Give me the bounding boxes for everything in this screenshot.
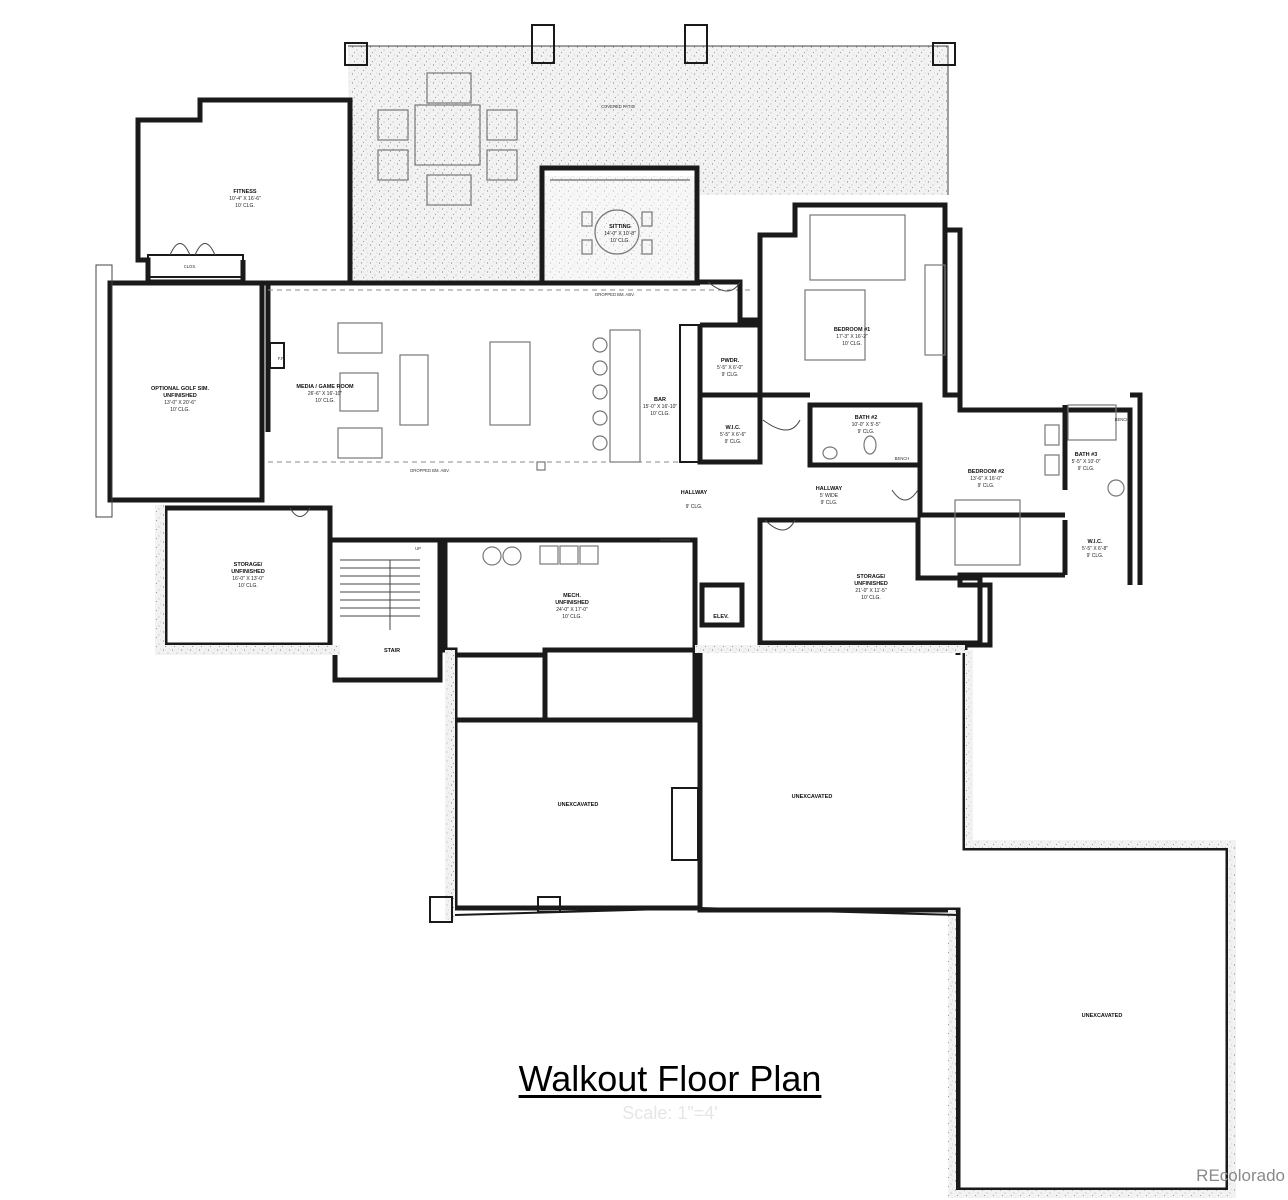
wic2-clg: 9' CLG. [1087,553,1104,559]
fitness-label: FITNESS [233,189,257,195]
unexcavated-label-1: UNEXCAVATED [558,802,599,808]
bath3-label: BATH #3 [1075,452,1098,458]
storage2-size: 21'-0" X 11'-5" [855,588,886,594]
unexcavated-label-2: UNEXCAVATED [792,794,833,800]
bar-counter [609,329,641,463]
bedroom1-label: BEDROOM #1 [834,327,870,333]
storage1-size: 16'-0" X 13'-0" [232,576,264,582]
sitting-clg: 10' CLG. [610,238,630,244]
media-clg: 10' CLG. [315,398,335,404]
watermark: REcolorado [1196,1166,1285,1185]
storage1-label: STORAGE/ [234,562,263,568]
pool-table [489,341,531,426]
dropped-beam-bottom-label: DROPPED BM. ABV. [410,468,449,473]
ff-label: F.F. [278,356,285,361]
media-label: MEDIA / GAME ROOM [296,384,354,390]
wic1-label: W.I.C. [726,425,741,431]
wic1-clg: 9' CLG. [725,439,742,445]
bedroom2-clg: 9' CLG. [978,483,995,489]
doors [289,281,919,541]
pwdr-clg: 9' CLG. [722,372,739,378]
golf-label: OPTIONAL GOLF SIM. [151,386,209,392]
plan-scale: Scale: 1"=4' [622,1103,718,1123]
golf-clg: 10' CLG. [170,407,190,413]
up-label: UP [415,546,421,551]
storage2-label: STORAGE/ [857,574,886,580]
wic2-size: 5'-5" X 6'-8" [1082,546,1108,552]
golf-unfinished: UNFINISHED [163,393,197,399]
bar-label: BAR [654,397,666,403]
media-size: 26'-6" X 16'-10" [308,391,343,397]
bath2-size: 10'-0" X 5'-5" [852,422,881,428]
sitting-size: 14'-0" X 10'-8" [604,231,636,237]
hallway1-clg: 9' CLG. [686,504,703,510]
mech-label: MECH. [563,593,581,599]
fitness-clg: 10' CLG. [235,203,255,209]
stair-treads [340,559,420,630]
bath3-clg: 9' CLG. [1078,466,1095,472]
mech-clg: 10' CLG. [562,614,582,620]
bath3-bench: BENCH [1115,417,1130,422]
bath3-size: 5'-5" X 10'-0" [1072,459,1101,465]
patio-furniture [377,72,518,206]
golf-size: 13'-0" X 20'-6" [164,400,196,406]
storage2-unfinished: UNFINISHED [854,581,888,587]
storage1-clg: 10' CLG. [238,583,258,589]
sitting-room [539,165,700,282]
unexcavated-label-3: UNEXCAVATED [1082,1013,1123,1019]
bedroom2-label: BEDROOM #2 [968,469,1004,475]
wic1-size: 5'-5" X 6'-6" [720,432,746,438]
sitting-label: SITTING [609,224,631,230]
hallway2-clg: 9' CLG. [821,500,838,506]
covered-patio-label: COVERED PATIO [601,104,636,109]
elev-label: ELEV. [713,614,729,620]
dropped-beam-top-label: DROPPED BM. ABV. [595,292,634,297]
column [684,24,708,64]
bath2-bench: BENCH [895,456,910,461]
pwdr-size: 5'-5" X 6'-0" [717,365,743,371]
bath2-label: BATH #2 [855,415,878,421]
wic2-label: W.I.C. [1088,539,1103,545]
bar-size: 15'-0" X 16'-10" [643,404,678,410]
stair-label: STAIR [384,648,400,654]
hallway1-label: HALLWAY [681,490,708,496]
walls [95,202,1236,1198]
bedroom1-size: 17'-3" X 16'-2" [836,334,868,340]
bedroom1-clg: 10' CLG. [842,341,862,347]
fitness-size: 10'-4" X 16'-6" [229,196,261,202]
column [531,24,555,64]
pwdr-label: PWDR. [721,358,740,364]
bath2-clg: 9' CLG. [858,429,875,435]
storage1-unfinished: UNFINISHED [231,569,265,575]
bar-clg: 10' CLG. [650,411,670,417]
room-labels: COVERED PATIO FITNESS 10'-4" X 16'-6" 10… [151,104,1129,1019]
storage2-clg: 10' CLG. [861,595,881,601]
hallway2-width: 5' WIDE [820,493,839,499]
plan-title: Walkout Floor Plan [518,1058,822,1099]
mech-unfinished: UNFINISHED [555,600,589,606]
column [344,42,368,66]
bedroom2-size: 13'-6" X 16'-0" [970,476,1002,482]
bedroom-furniture [804,214,1125,566]
column [932,42,956,66]
covered-patio [344,24,956,282]
hallway2-label: HALLWAY [816,486,843,492]
clos-label: CLOS. [184,264,197,269]
media-room-furniture [337,322,641,471]
mech-size: 24'-0" X 17'-0" [556,607,588,613]
